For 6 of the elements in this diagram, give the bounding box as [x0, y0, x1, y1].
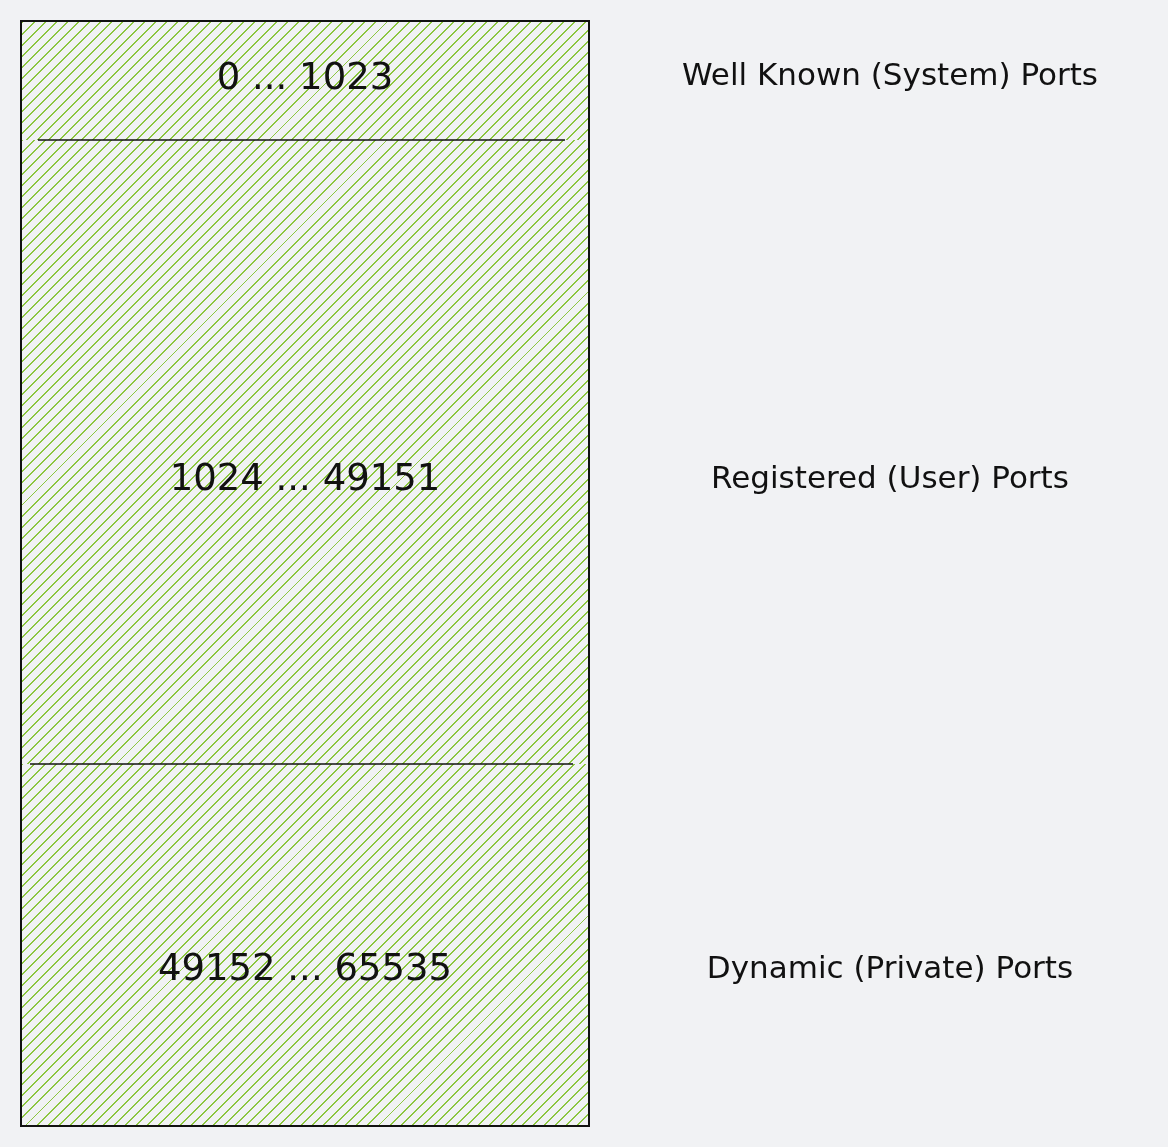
port-range-name: Well Known (System) Ports: [682, 57, 1098, 93]
port-range-name: Registered (User) Ports: [711, 460, 1069, 496]
port-range-band: [20, 764, 590, 1127]
port-range-band: [20, 20, 590, 140]
port-range-name: Dynamic (Private) Ports: [706, 950, 1074, 986]
port-range-band: [20, 140, 590, 764]
